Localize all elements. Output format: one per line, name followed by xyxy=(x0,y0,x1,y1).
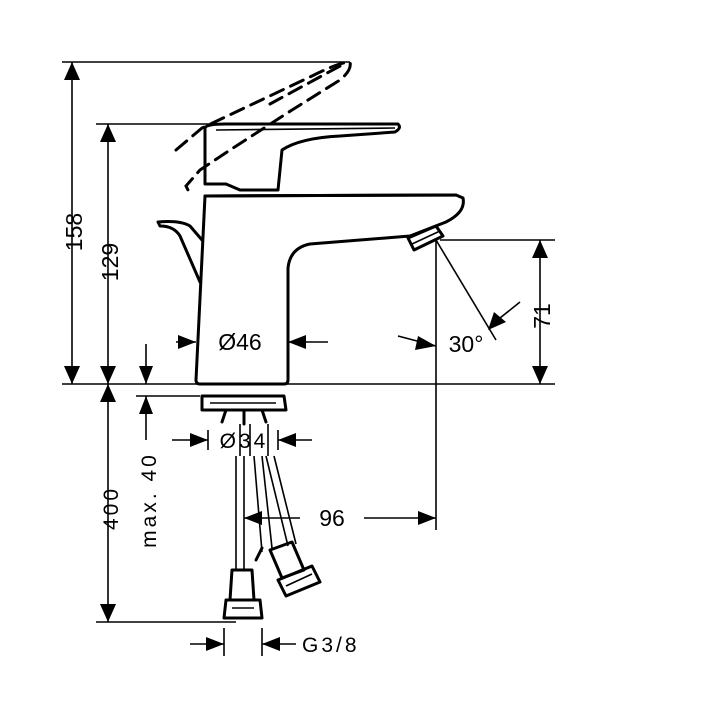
dimension-hose-length: 400 xyxy=(100,384,123,622)
label-max-thickness: max. 40 xyxy=(138,452,161,548)
label-connection: G3/8 xyxy=(302,634,360,657)
label-shank-diameter: Ø34 xyxy=(220,430,269,453)
faucet-mounting xyxy=(200,394,288,456)
dimension-base-diameter: Ø46 xyxy=(176,329,328,355)
dimension-shank-diameter: Ø34 xyxy=(172,430,312,453)
label-base-diameter: Ø46 xyxy=(218,329,261,355)
dimension-connection: G3/8 xyxy=(190,628,360,657)
label-spout-height: 129 xyxy=(97,243,123,281)
supply-hoses xyxy=(222,455,322,620)
faucet-lever xyxy=(203,122,401,192)
dimension-aerator-height: 71 xyxy=(529,240,555,384)
faucet-body xyxy=(156,193,465,386)
dimension-projection: 96 xyxy=(244,240,437,531)
dimension-spout-height: 129 xyxy=(97,124,123,384)
label-total-height: 158 xyxy=(61,213,87,251)
label-aerator-height: 71 xyxy=(529,303,555,329)
lever-raised-position xyxy=(174,60,352,196)
label-spray-angle: 30° xyxy=(449,331,484,357)
dimension-max-thickness: max. 40 xyxy=(136,344,200,548)
label-projection: 96 xyxy=(319,505,345,531)
dimension-spray-angle: 30° xyxy=(397,239,521,357)
dimension-total-height: 158 xyxy=(61,62,87,384)
label-hose-length: 400 xyxy=(100,486,123,530)
